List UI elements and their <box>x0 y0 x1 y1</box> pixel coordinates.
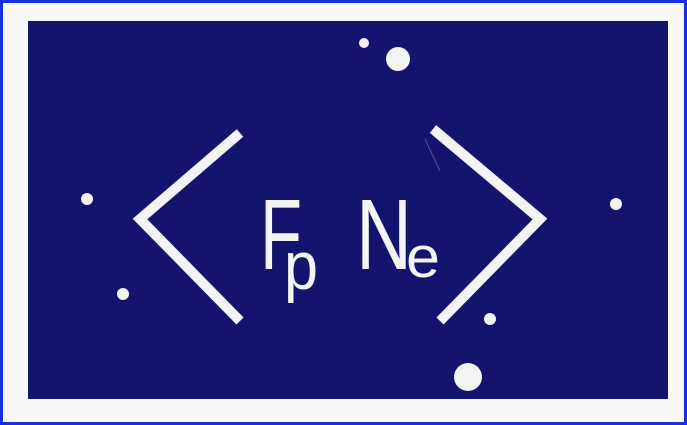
star-dot <box>117 288 129 300</box>
star-dot <box>359 38 369 48</box>
star-dot <box>81 193 93 205</box>
right-angle-bracket <box>429 125 548 325</box>
star-dot <box>386 47 410 71</box>
emblem-artwork: F p N e <box>81 38 622 391</box>
scratch-mark <box>424 138 441 172</box>
logo-letter-e: e <box>406 225 440 290</box>
logo-letter-f: F <box>260 179 302 291</box>
star-dot <box>454 363 482 391</box>
logo-letter-n: N <box>356 179 412 291</box>
star-dot <box>610 198 622 210</box>
left-angle-bracket <box>132 129 244 325</box>
star-dot <box>484 313 496 325</box>
logo-letter-p: p <box>284 228 318 304</box>
fpne-emblem: F p N e <box>28 21 668 399</box>
